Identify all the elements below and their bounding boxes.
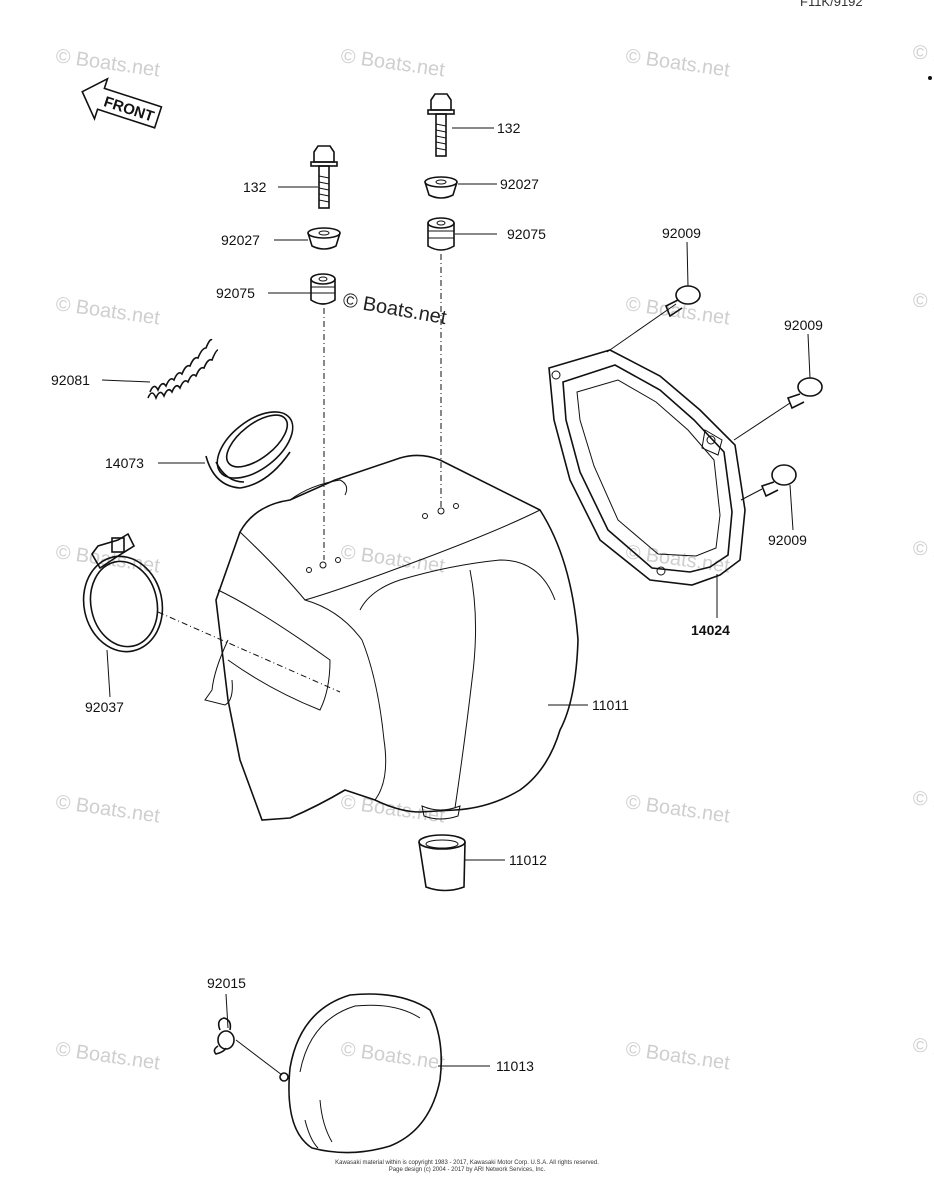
footer-copyright: Kawasaki material within is copyright 19… bbox=[335, 1160, 599, 1166]
watermark: © Boats.net bbox=[911, 1034, 934, 1070]
front-arrow: FRONT bbox=[81, 77, 163, 129]
watermark: © Boats.net bbox=[339, 1038, 446, 1074]
label-92009-bottom: 92009 bbox=[768, 532, 807, 548]
watermark: © Boats.net bbox=[911, 41, 934, 77]
leader-lines bbox=[101, 127, 811, 1067]
watermark-layer: © Boats.net © Boats.net © Boats.net © Bo… bbox=[54, 41, 934, 1074]
screw-92009-bottom bbox=[760, 464, 797, 498]
bolt-132-right bbox=[427, 93, 455, 157]
watermark: © Boats.net bbox=[54, 293, 161, 329]
front-label: FRONT bbox=[102, 93, 156, 125]
watermark: © Boats.net bbox=[341, 289, 448, 329]
grommet-92075-left bbox=[310, 273, 336, 305]
label-132-left: 132 bbox=[243, 179, 267, 195]
label-132-right: 132 bbox=[497, 120, 521, 136]
cap-11012 bbox=[418, 834, 466, 892]
washer-92027-right bbox=[424, 176, 458, 199]
duct-14073 bbox=[205, 411, 294, 489]
watermark: © Boats.net bbox=[54, 1038, 161, 1074]
bolt-132-left bbox=[310, 145, 338, 209]
label-92009-top: 92009 bbox=[662, 225, 701, 241]
center-line-clamp bbox=[157, 611, 341, 693]
front-arrow-shape bbox=[81, 77, 163, 129]
label-11012: 11012 bbox=[509, 852, 547, 868]
watermark: © Boats.net bbox=[339, 45, 446, 81]
watermark: © Boats.net bbox=[911, 289, 934, 325]
page-dot bbox=[928, 76, 932, 80]
watermark: © Boats.net bbox=[339, 791, 446, 827]
watermark: © Boats.net bbox=[624, 1038, 731, 1074]
watermark: © Boats.net bbox=[54, 791, 161, 827]
screw-92009-middle bbox=[786, 377, 823, 410]
label-92027-right: 92027 bbox=[500, 176, 539, 192]
grommet-92075-right bbox=[427, 217, 455, 251]
plate-14024 bbox=[548, 349, 746, 586]
label-92037: 92037 bbox=[85, 699, 124, 715]
label-14073: 14073 bbox=[105, 455, 144, 471]
label-92081: 92081 bbox=[51, 372, 90, 388]
watermark: © Boats.net bbox=[624, 45, 731, 81]
footer-page-design: Page design (c) 2004 - 2017 by ARI Netwo… bbox=[389, 1167, 546, 1173]
clamp-92037 bbox=[82, 532, 164, 653]
washer-92027-left bbox=[307, 227, 341, 250]
label-11011: 11011 bbox=[592, 697, 629, 713]
label-92075-right: 92075 bbox=[507, 226, 546, 242]
watermark: © Boats.net bbox=[911, 537, 934, 573]
label-92075-left: 92075 bbox=[216, 285, 255, 301]
wingnut-92015 bbox=[213, 1017, 235, 1055]
watermark: © Boats.net bbox=[624, 791, 731, 827]
housing-11011 bbox=[204, 454, 579, 821]
watermark: © Boats.net bbox=[54, 45, 161, 81]
spring-92081 bbox=[147, 338, 219, 401]
header-code: F11K/9192 bbox=[800, 0, 863, 9]
label-11013: 11013 bbox=[496, 1058, 534, 1074]
label-92015: 92015 bbox=[207, 975, 246, 991]
cover-11013 bbox=[235, 993, 443, 1154]
label-14024: 14024 bbox=[691, 622, 730, 638]
label-92009-middle: 92009 bbox=[784, 317, 823, 333]
watermark: © Boats.net bbox=[911, 787, 934, 823]
label-92027-left: 92027 bbox=[221, 232, 260, 248]
